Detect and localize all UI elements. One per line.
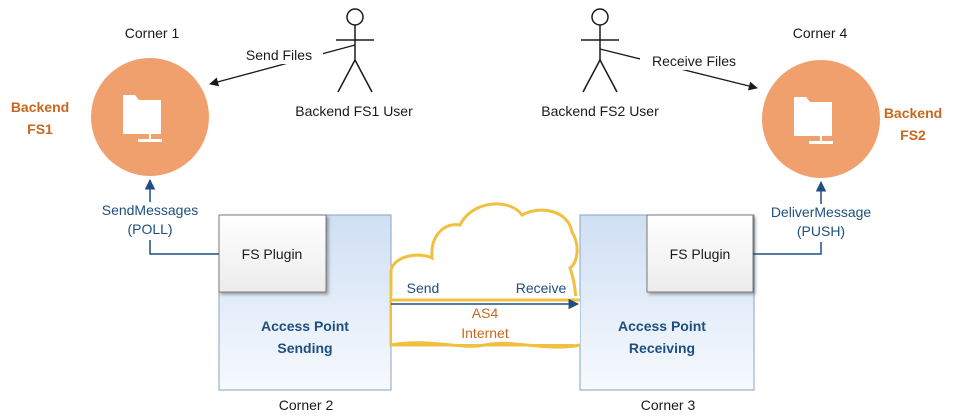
receive-label: Receive — [516, 280, 567, 296]
send-messages-label-line2: (POLL) — [127, 221, 172, 237]
deliver-message-label-line1: DeliverMessage — [771, 204, 872, 220]
corner-3-label: Corner 3 — [641, 397, 696, 413]
backend-fs2-user-figure — [581, 8, 619, 93]
corner-1-label: Corner 1 — [125, 25, 180, 41]
backend-fs2-label-line2: FS2 — [900, 127, 926, 143]
fs-plugin-right[interactable] — [646, 214, 754, 293]
as4-label: AS4 — [472, 305, 499, 321]
access-point-receiving-label-line1: Access Point — [618, 318, 706, 334]
internet-label: Internet — [461, 325, 509, 341]
corner-2-label: Corner 2 — [279, 397, 334, 413]
backend-fs2-user-label: Backend FS2 User — [541, 103, 659, 119]
send-messages-label-line1: SendMessages — [102, 202, 199, 218]
backend-fs2-label-line1: Backend — [884, 105, 942, 121]
deliver-message-label-line2: (PUSH) — [797, 223, 845, 239]
backend-fs1-label-line1: Backend — [11, 99, 69, 115]
folder-network-icon — [123, 95, 162, 142]
corner-4-label: Corner 4 — [793, 25, 848, 41]
folder-network-icon — [794, 97, 833, 144]
access-point-sending-label-line1: Access Point — [261, 318, 349, 334]
access-point-sending-label-line2: Sending — [277, 340, 332, 356]
backend-fs1-user-label: Backend FS1 User — [295, 103, 413, 119]
send-label: Send — [407, 280, 440, 296]
access-point-receiving-label-line2: Receiving — [629, 340, 695, 356]
internet-band-bottom — [390, 341, 581, 349]
fs-plugin-left-label: FS Plugin — [242, 246, 303, 262]
fs-plugin-right-label: FS Plugin — [670, 246, 731, 262]
backend-fs1-user-figure — [336, 8, 374, 93]
backend-fs2-node[interactable] — [762, 60, 880, 178]
backend-fs1-label-line2: FS1 — [27, 121, 53, 137]
send-files-label: Send Files — [246, 47, 312, 63]
receive-files-label: Receive Files — [652, 53, 736, 69]
backend-fs1-node[interactable] — [91, 58, 209, 176]
send-files-arrow[interactable] — [209, 44, 356, 87]
